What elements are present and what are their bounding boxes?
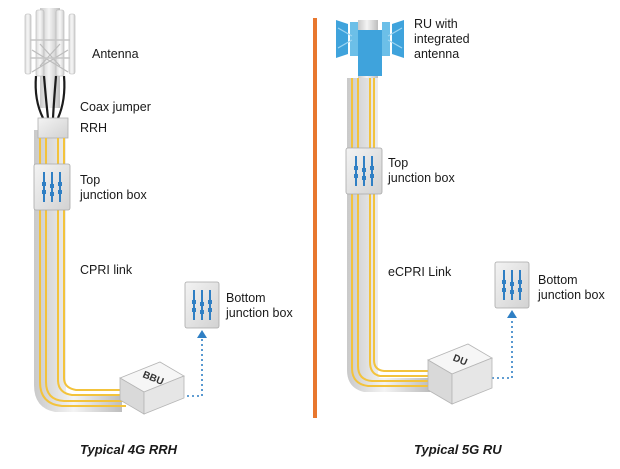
- left-4g-diagram: BBU: [24, 8, 220, 415]
- coax-jumpers: [34, 75, 66, 119]
- bottom-junction-box-left-label: Bottom junction box: [226, 291, 293, 320]
- top-junction-box-left-label: Top junction box: [80, 173, 147, 202]
- ecpri-link-label: eCPRI Link: [388, 265, 452, 279]
- bottom-junction-box-left: [184, 281, 220, 329]
- du-label: DU: [451, 353, 469, 369]
- divider: [313, 18, 317, 418]
- bottom-junction-box-right-label: Bottom junction box: [538, 273, 605, 302]
- caption-4g: Typical 4G RRH: [80, 442, 178, 457]
- rrh-label: RRH: [80, 121, 108, 135]
- cpri-link-label: CPRI link: [80, 263, 133, 277]
- antenna: [24, 9, 76, 77]
- dotted-link-right: [492, 316, 513, 379]
- right-5g-diagram: DU: [336, 20, 530, 405]
- top-junction-box-left: [33, 163, 71, 211]
- antenna-label: Antenna: [92, 47, 139, 61]
- bbu-unit: BBU: [119, 361, 185, 415]
- bottom-junction-box-right: [494, 261, 530, 309]
- ru-label: RU with integrated antenna: [414, 17, 470, 61]
- right-fiber-cables: [351, 78, 434, 387]
- rrh-unit: [37, 117, 69, 139]
- du-unit: DU: [427, 343, 493, 405]
- top-junction-box-right: [345, 147, 383, 195]
- caption-5g: Typical 5G RU: [414, 442, 502, 457]
- top-junction-box-right-label: Top junction box: [388, 156, 455, 185]
- dotted-link-left: [182, 336, 203, 397]
- coax-jumper-label: Coax jumper: [80, 100, 151, 114]
- dotted-link-arrow-right: [507, 310, 517, 318]
- left-fiber-cables: [39, 138, 126, 407]
- ru-integrated-antenna: [336, 20, 404, 76]
- dotted-link-arrow-left: [197, 330, 207, 338]
